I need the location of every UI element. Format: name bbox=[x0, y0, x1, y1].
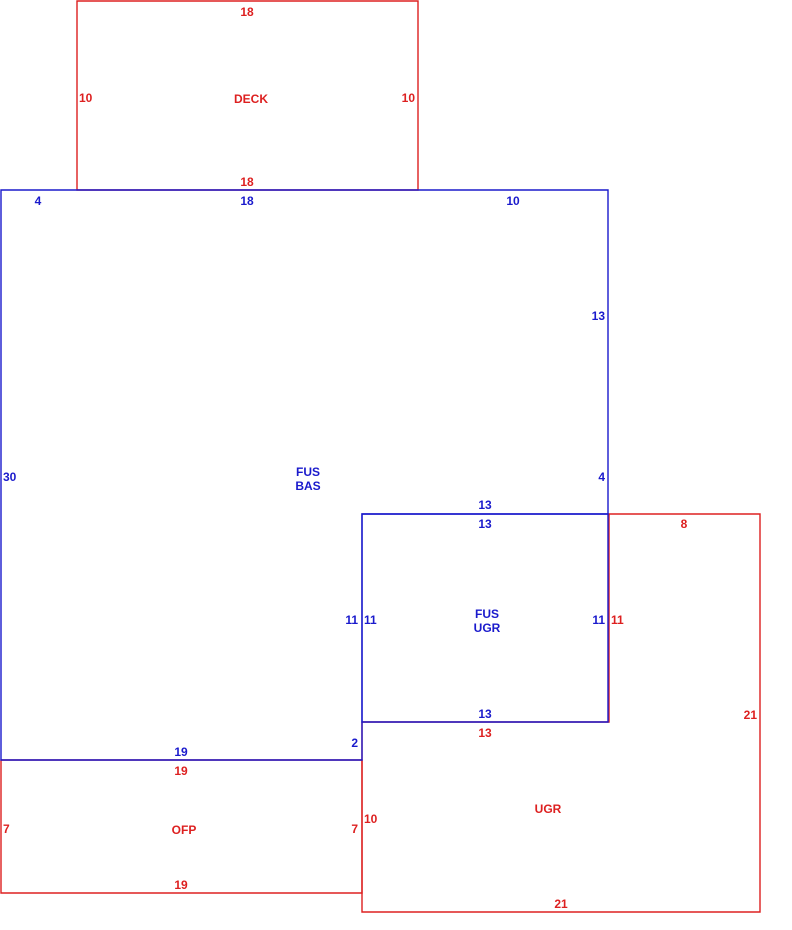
fus-ugr-outline bbox=[361, 513, 609, 723]
fus-ugr-label-line2: UGR bbox=[474, 621, 501, 635]
ugr-area: 8 11 13 21 10 21 UGR bbox=[361, 513, 761, 913]
ugr-right-dimension: 21 bbox=[744, 708, 758, 722]
fus-ugr-label-line1: FUS bbox=[475, 607, 499, 621]
fus-bas-right-upper-dimension: 13 bbox=[592, 309, 606, 323]
ofp-left-dimension: 7 bbox=[3, 822, 10, 836]
ugr-left-dimension: 10 bbox=[364, 812, 378, 826]
deck-label: DECK bbox=[234, 92, 268, 106]
fus-bas-top-b-dimension: 18 bbox=[240, 194, 254, 208]
deck-top-dimension: 18 bbox=[240, 5, 254, 19]
ugr-notch-bottom-dimension: 13 bbox=[478, 726, 492, 740]
fus-bas-notch-left-dimension: 11 bbox=[345, 613, 358, 627]
fus-bas-top-c-dimension: 10 bbox=[506, 194, 520, 208]
ugr-bottom-dimension: 21 bbox=[554, 897, 568, 911]
fus-ugr-right-dimension: 11 bbox=[592, 613, 605, 627]
ofp-area: 19 7 7 19 OFP bbox=[0, 759, 363, 894]
fus-ugr-area: 13 11 11 13 FUS UGR bbox=[361, 513, 609, 723]
ugr-outline bbox=[361, 513, 761, 913]
fus-bas-area: 4 18 10 13 4 30 13 11 19 2 FUS BAS bbox=[0, 189, 609, 761]
ofp-top-dimension: 19 bbox=[174, 764, 188, 778]
ugr-label: UGR bbox=[535, 802, 562, 816]
fus-bas-notch-top-dimension: 13 bbox=[478, 498, 492, 512]
fus-bas-top-a-dimension: 4 bbox=[35, 194, 42, 208]
fus-ugr-top-dimension: 13 bbox=[478, 517, 492, 531]
deck-right-dimension: 10 bbox=[402, 91, 416, 105]
fus-bas-label-line2: BAS bbox=[295, 479, 320, 493]
ugr-notch-right-dimension: 11 bbox=[611, 613, 624, 627]
fus-ugr-left-dimension: 11 bbox=[364, 613, 377, 627]
deck-left-dimension: 10 bbox=[79, 91, 93, 105]
fus-bas-label-line1: FUS bbox=[296, 465, 320, 479]
deck-area: 18 10 10 18 DECK bbox=[76, 0, 419, 191]
fus-bas-step-dimension: 2 bbox=[351, 736, 358, 750]
ofp-bottom-dimension: 19 bbox=[174, 878, 188, 892]
deck-bottom-dimension: 18 bbox=[240, 175, 254, 189]
fus-bas-right-lower-dimension: 4 bbox=[598, 470, 605, 484]
fus-bas-left-dimension: 30 bbox=[3, 470, 17, 484]
fus-bas-bottom-dimension: 19 bbox=[174, 745, 188, 759]
fus-ugr-bottom-dimension: 13 bbox=[478, 707, 492, 721]
ofp-label: OFP bbox=[172, 823, 197, 837]
ofp-right-dimension: 7 bbox=[351, 822, 358, 836]
ugr-top-dimension: 8 bbox=[681, 517, 688, 531]
